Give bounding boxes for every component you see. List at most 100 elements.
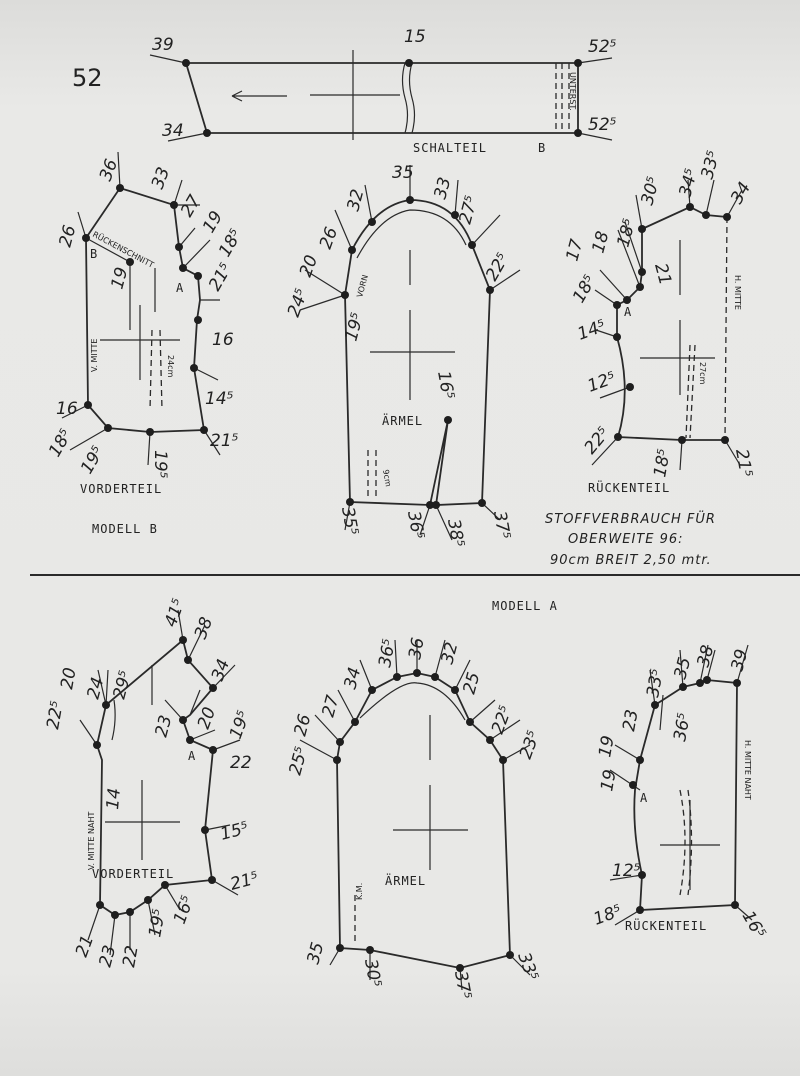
measure-label: 52⁵ <box>588 115 617 135</box>
slit-lines <box>367 450 377 498</box>
vorderteil-outline <box>85 186 206 433</box>
measure-label: 19⁵ <box>226 708 255 742</box>
measure-label: 16 <box>56 399 78 419</box>
measure-label: 35⁵ <box>337 505 362 537</box>
measure-label: 41⁵ <box>161 596 190 630</box>
dart-note: 24cm <box>166 355 175 378</box>
measure-label: 34 <box>208 657 234 684</box>
measure-label: 16⁵ <box>170 893 199 927</box>
construction-point <box>456 964 464 972</box>
construction-point <box>623 296 631 304</box>
construction-point <box>348 246 356 254</box>
measure-ticks <box>61 151 221 466</box>
measure-label: 23 <box>619 708 642 733</box>
measure-label: 37⁵ <box>450 969 475 1001</box>
measure-label: 35 <box>392 163 414 183</box>
center-label: V. MITTE <box>90 339 99 372</box>
measure-label: 32 <box>438 640 463 666</box>
measure-label: 19⁵ <box>77 443 109 478</box>
construction-point <box>614 433 622 441</box>
construction-point <box>179 716 187 724</box>
measure-label: 14⁵ <box>575 316 609 345</box>
measure-label: 30⁵ <box>638 174 665 207</box>
center-label: V. MITTE NAHT <box>87 812 96 870</box>
grain-cross <box>100 268 180 380</box>
construction-point <box>333 756 341 764</box>
construction-point <box>499 756 507 764</box>
construction-point <box>466 718 474 726</box>
measure-label: 18⁵ <box>614 216 641 249</box>
construction-point <box>478 499 486 507</box>
measure-label: 20 <box>57 666 80 691</box>
measure-label: 37⁵ <box>489 509 514 541</box>
measure-label: 33⁵ <box>698 148 725 181</box>
construction-point <box>179 264 187 272</box>
measure-label: 21 <box>72 933 98 960</box>
measure-label: 38 <box>694 643 719 669</box>
construction-point <box>336 944 344 952</box>
construction-point <box>209 746 217 754</box>
construction-point <box>203 129 211 137</box>
schalteil-ticks <box>149 54 613 142</box>
grain-cross <box>310 50 400 140</box>
point-label: B <box>90 247 98 261</box>
construction-point <box>629 781 637 789</box>
construction-point <box>686 203 694 211</box>
model-title: MODELL B <box>92 522 158 536</box>
measure-ticks <box>299 639 531 991</box>
measure-label: 22⁵ <box>488 703 517 737</box>
ease-line <box>359 682 466 721</box>
modell-a-rueckenteil: 35 38 39 33⁵ 23 36⁵ 19 19 12⁵ 18⁵ 16⁵ H.… <box>591 643 769 942</box>
construction-point <box>182 59 190 67</box>
piece-name: ÄRMEL <box>385 873 426 888</box>
measure-label: 19 <box>597 768 620 793</box>
model-title: MODELL A <box>492 599 558 613</box>
measure-label: 23 <box>96 943 121 969</box>
construction-point <box>638 871 646 879</box>
modell-b-aermel: 35 33 32 26 20 27⁵ 22⁵ 24⁵ 19⁵ 16⁵ 35⁵ 3… <box>284 163 521 549</box>
construction-point <box>431 673 439 681</box>
construction-point <box>179 636 187 644</box>
center-label: H. MITTE NAHT <box>743 740 752 800</box>
piece-name: RÜCKENTEIL <box>588 479 670 495</box>
construction-point <box>368 686 376 694</box>
construction-point <box>731 901 739 909</box>
measure-label: 33⁵ <box>513 950 542 984</box>
center-label: H. MITTE <box>733 275 742 310</box>
construction-point <box>721 436 729 444</box>
fold-line <box>401 62 416 134</box>
construction-point <box>336 738 344 746</box>
modell-a-vorderteil: 41⁵ 38 34 24 29⁵ 20 22⁵ 23 20 19⁵ 22 14 … <box>43 596 261 969</box>
measure-label: 21 <box>650 261 675 287</box>
center-back-line <box>724 216 728 441</box>
measure-label: 27 <box>177 192 205 221</box>
construction-point <box>613 333 621 341</box>
measure-label: 20 <box>296 253 322 280</box>
construction-point <box>190 364 198 372</box>
construction-point <box>626 383 634 391</box>
construction-point <box>194 272 202 280</box>
front-note: VORN <box>355 274 370 299</box>
dart-lines <box>149 329 163 411</box>
construction-point <box>194 316 202 324</box>
measure-label: 32 <box>344 187 369 213</box>
point-label: B <box>538 141 546 155</box>
construction-point <box>451 211 459 219</box>
aermel-outline <box>336 672 511 969</box>
construction-point <box>678 436 686 444</box>
measure-label: 22⁵ <box>43 699 68 731</box>
construction-point <box>84 401 92 409</box>
construction-point <box>406 196 414 204</box>
measure-label: 23⁵ <box>516 728 545 762</box>
construction-point <box>574 129 582 137</box>
construction-point <box>82 234 90 242</box>
measure-label: 35 <box>304 940 329 966</box>
measure-label: 18⁵ <box>215 226 247 261</box>
construction-point <box>200 426 208 434</box>
grain-cross <box>370 250 455 400</box>
construction-point <box>574 59 582 67</box>
point-label: A <box>188 749 196 763</box>
construction-point <box>486 736 494 744</box>
aermel-outline <box>344 199 491 506</box>
